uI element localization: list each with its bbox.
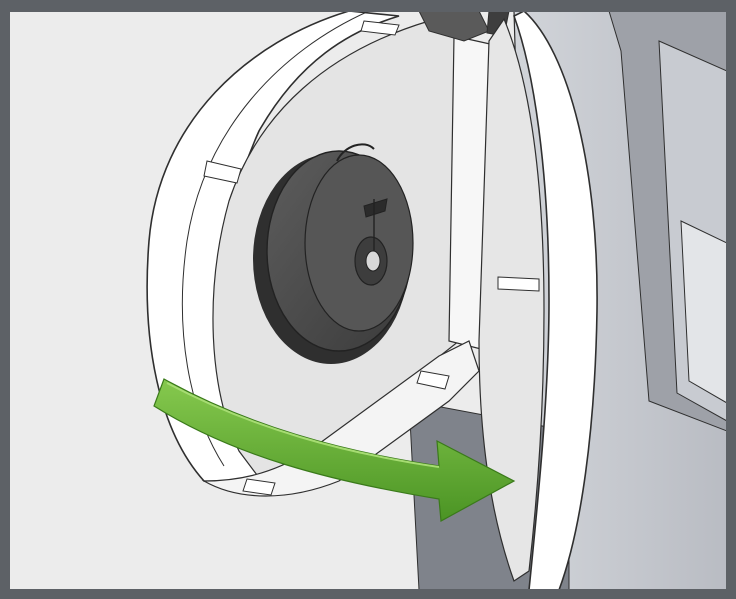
cassette-door-illustration [9, 11, 727, 590]
curved-arrow-icon [153, 378, 516, 522]
hinged-cover-icon [478, 11, 598, 590]
frame-outline [9, 11, 727, 590]
tape-reel-icon [253, 143, 414, 364]
